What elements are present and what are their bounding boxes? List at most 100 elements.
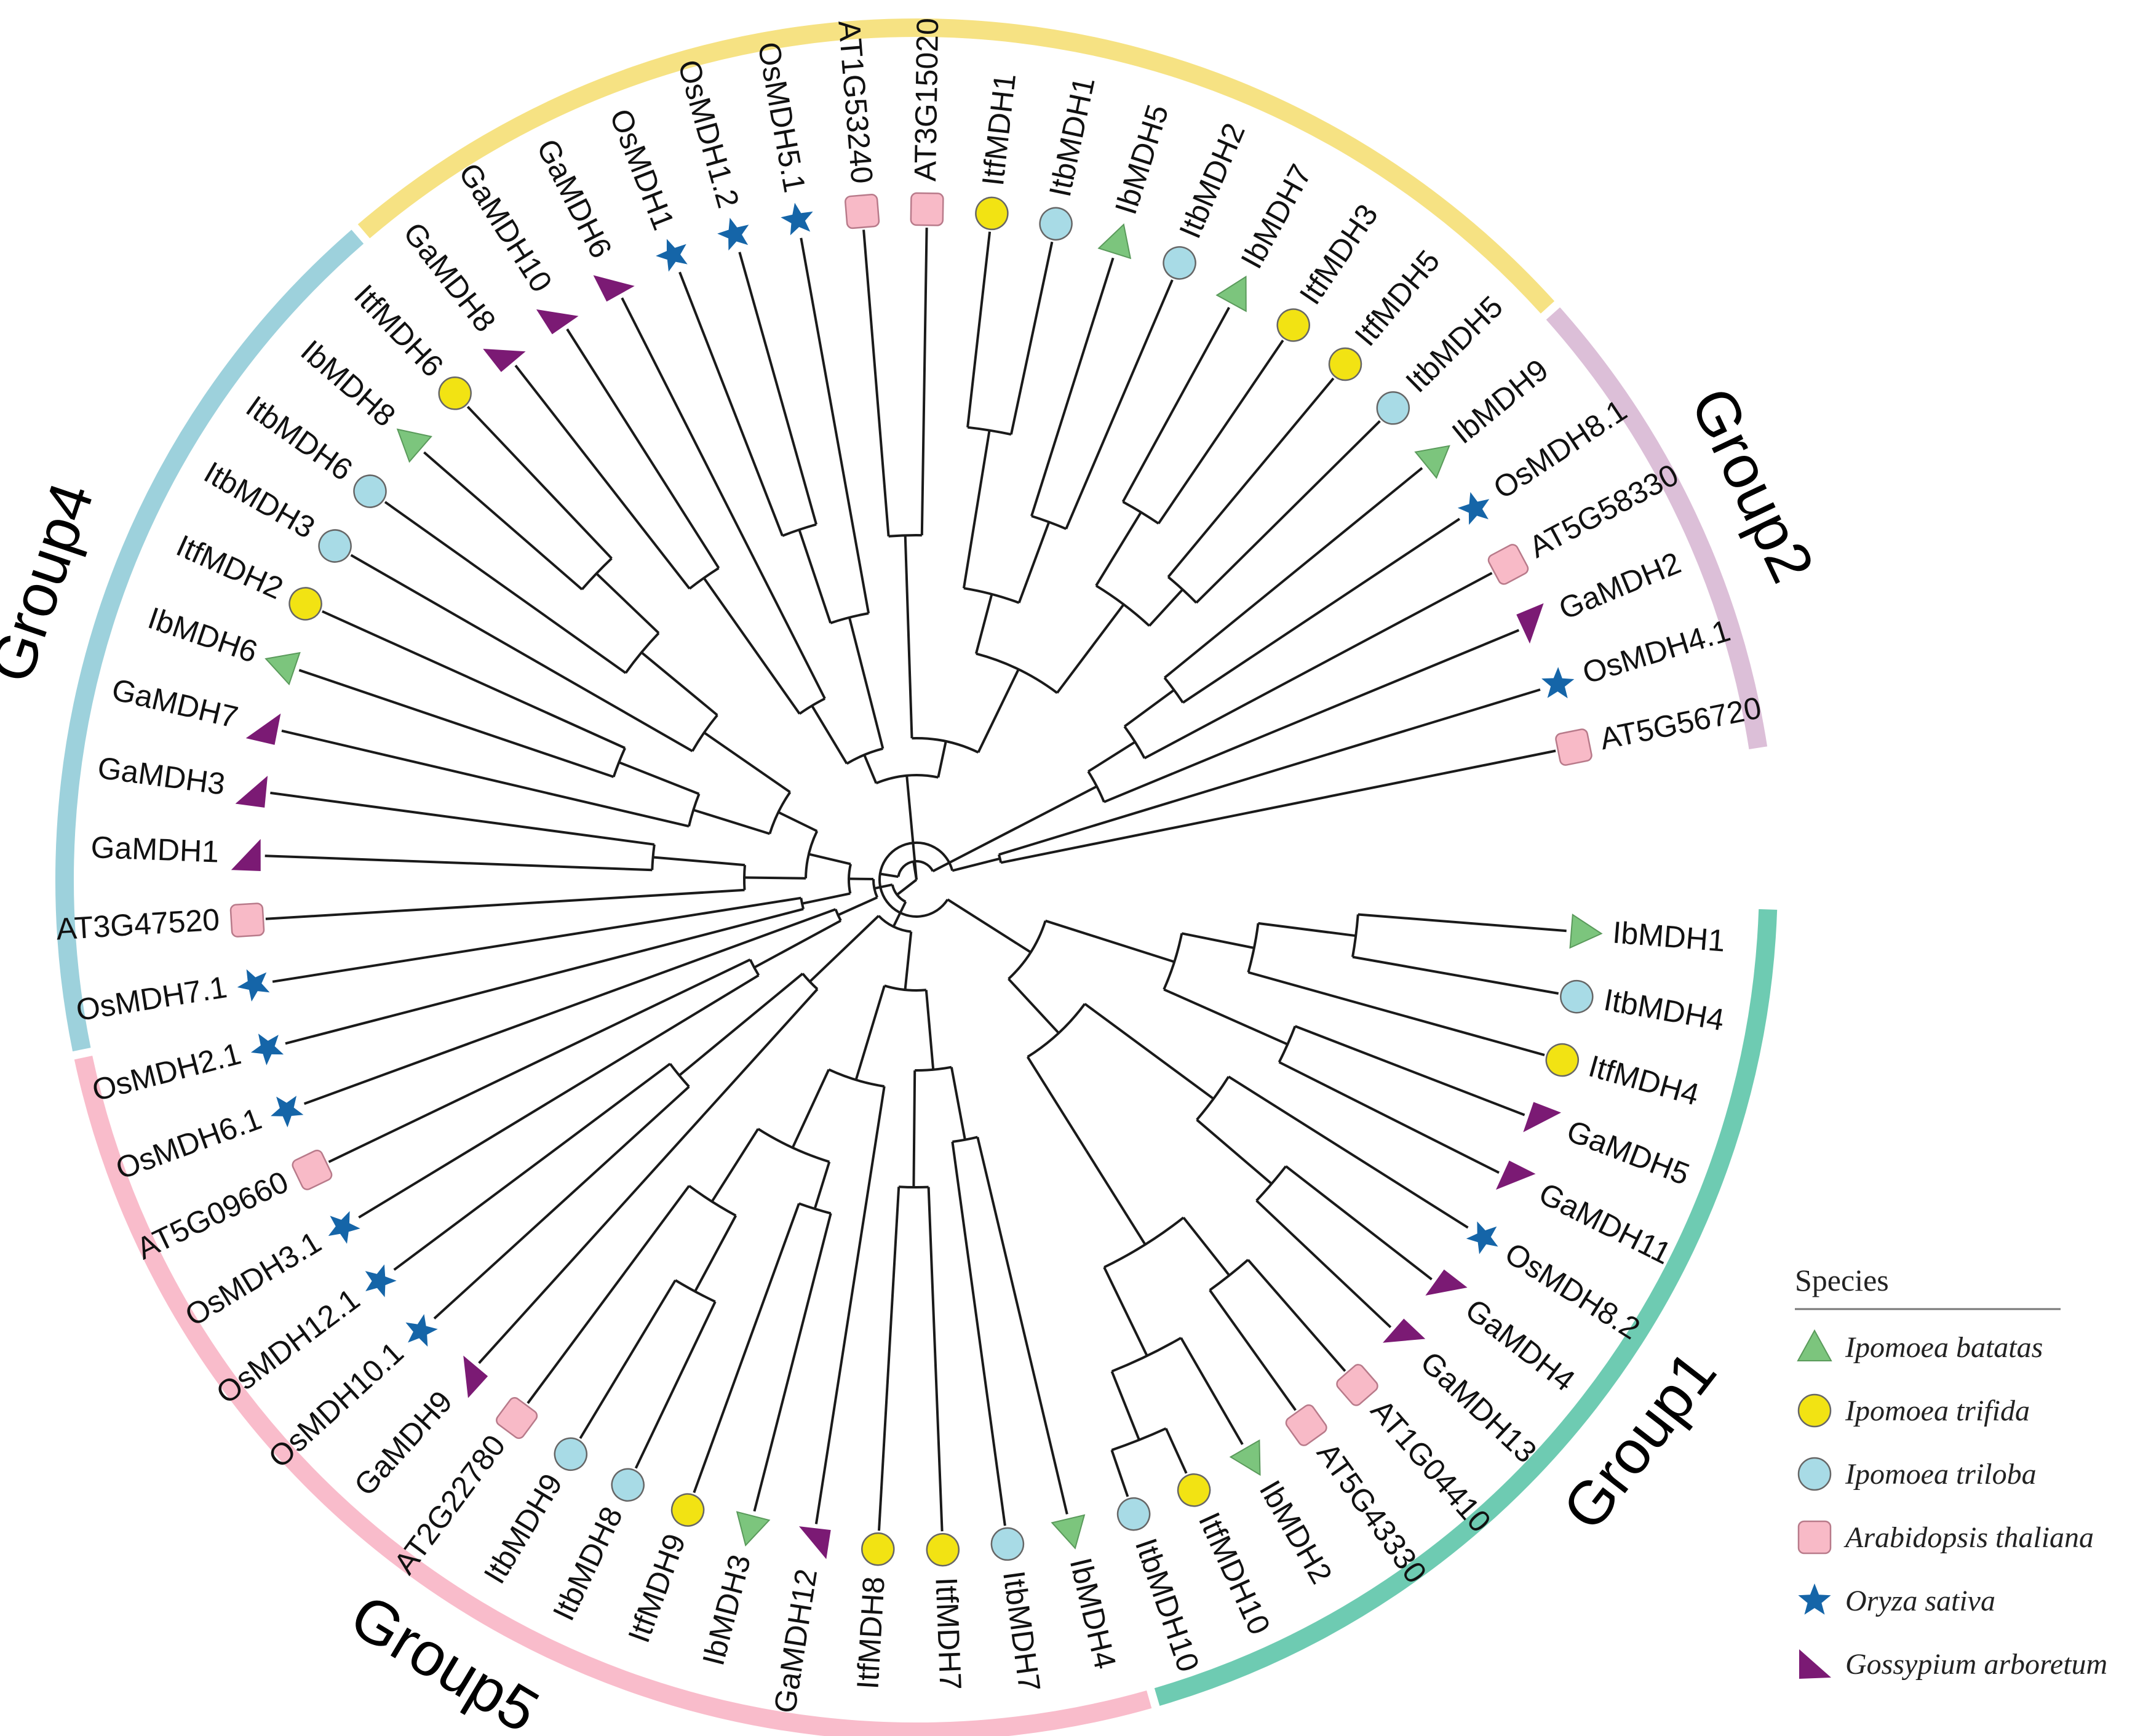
branch-edge [527,1185,690,1404]
branch-arc [828,1068,885,1088]
leaf-label: GaMDH6 [530,133,619,263]
species-marker-ibmdh9 [1414,445,1450,479]
branch-edge [1110,1371,1140,1441]
leaf-label: IbMDH7 [1234,159,1318,274]
branch-edge [904,931,913,990]
species-marker-gamdh9 [463,1355,488,1398]
branch-arc [612,747,626,778]
branch-edge [791,1069,830,1149]
branch-edge [1124,688,1175,728]
branch-edge [1164,1428,1188,1474]
branch-edge [952,857,1001,872]
branch-arc [651,844,656,870]
leaf-label: IbMDH8 [294,333,402,433]
branch-edge [328,958,751,1163]
branch-edge [1195,420,1381,604]
branch-edge [1285,1165,1433,1281]
leaf-label: ItbMDH5 [1399,289,1509,399]
group-arcs [55,18,1778,1736]
branch-edge [738,252,818,525]
branch-edge [1258,922,1356,938]
species-marker-osmdh7.1 [237,969,270,1002]
branch-arc [743,865,746,890]
branch-arc [757,1128,830,1163]
leaf-label: ItfMDH9 [621,1529,692,1647]
branch-arc [848,864,852,894]
branch-arc [1247,923,1260,973]
branch-edge [1228,1075,1469,1229]
branch-edge [809,915,880,983]
leaf-label: ItfMDH8 [850,1575,891,1690]
branch-edge [350,554,693,752]
branch-edge [1196,1118,1273,1185]
branch-arc [1163,933,1183,990]
legend-marker-oryza-sativa [1798,1583,1831,1615]
species-marker-gamdh3 [235,776,268,808]
branch-edge [924,990,935,1070]
leaf-label: ItfMDH7 [929,1577,968,1690]
branch-arc [1111,1337,1182,1373]
species-marker-itbmdh4 [1560,979,1594,1014]
branch-edge [801,892,851,905]
species-marker-gamdh4 [1425,1269,1468,1296]
species-marker-osmdh8.2 [1466,1221,1498,1254]
branch-edge [1209,1289,1297,1411]
species-marker-gamdh10 [536,309,579,335]
branch-arc [1095,584,1150,627]
branch-arc [1196,1076,1230,1121]
species-marker-osmdh3.1 [328,1211,360,1244]
leaf-label: ItfMDH6 [348,278,450,384]
species-marker-gamdh5 [1523,1102,1562,1133]
species-marker-itfmdh4 [1545,1043,1580,1077]
leaf-label: AT5G56720 [1597,690,1764,756]
branch-edge [423,451,583,591]
leaf-label: OsMDH5.1 [751,39,812,195]
branch-edge [1087,741,1136,773]
species-marker-itfmdh2 [288,587,322,621]
species-marker-at1g04410 [1336,1364,1378,1406]
leaf-label: ItbMDH3 [198,455,320,545]
leaf-label: OsMDH2.1 [89,1036,244,1107]
branch-arc [915,1065,952,1072]
leaf-label: IbMDH2 [1253,1475,1339,1590]
species-markers [229,192,1603,1567]
species-marker-itfmdh8 [861,1532,895,1566]
branch-edge [478,988,819,1364]
branch-edge [710,1128,760,1203]
species-marker-gamdh6 [593,275,635,302]
branch-arc [1163,677,1184,704]
branch-edge [303,908,837,1105]
legend-marker-ipomoea-triloba [1797,1457,1832,1491]
species-marker-at5g09660 [292,1149,333,1190]
branch-edge [1148,588,1184,627]
leaf-label: OsMDH7.1 [74,970,229,1027]
branch-edge [927,1187,944,1532]
species-marker-ibmdh6 [264,651,301,686]
leaf-label: IbMDH5 [1108,100,1175,218]
species-marker-osmdh12.1 [365,1264,397,1297]
species-marker-itfmdh6 [438,376,472,410]
branch-edge [837,896,878,917]
branch-arc [688,1185,737,1217]
branch-edge [753,1212,832,1512]
branch-edge [800,237,870,614]
branch-arc [1209,1259,1249,1291]
legend-title: Species [1795,1263,1889,1297]
species-marker-itfmdh10 [1177,1473,1211,1507]
branch-arc [798,1202,832,1215]
branch-edge [270,791,655,846]
branch-edge [962,430,991,589]
species-marker-itbmdh3 [318,529,352,563]
branch-edge [1247,1259,1346,1372]
leaf-label: IbMDH1 [1612,915,1727,958]
legend-marker-ipomoea-batatas [1797,1329,1832,1361]
branch-edge [1180,1337,1244,1446]
branch-arc [878,915,912,933]
species-marker-at1g53240 [845,194,880,229]
branch-edge [1065,279,1174,530]
species-marker-gamdh2 [1516,603,1544,644]
legend-label: Gossypium arboretum [1845,1648,2107,1681]
branch-edge [1294,1025,1525,1117]
leaf-label: GaMDH7 [109,672,242,735]
